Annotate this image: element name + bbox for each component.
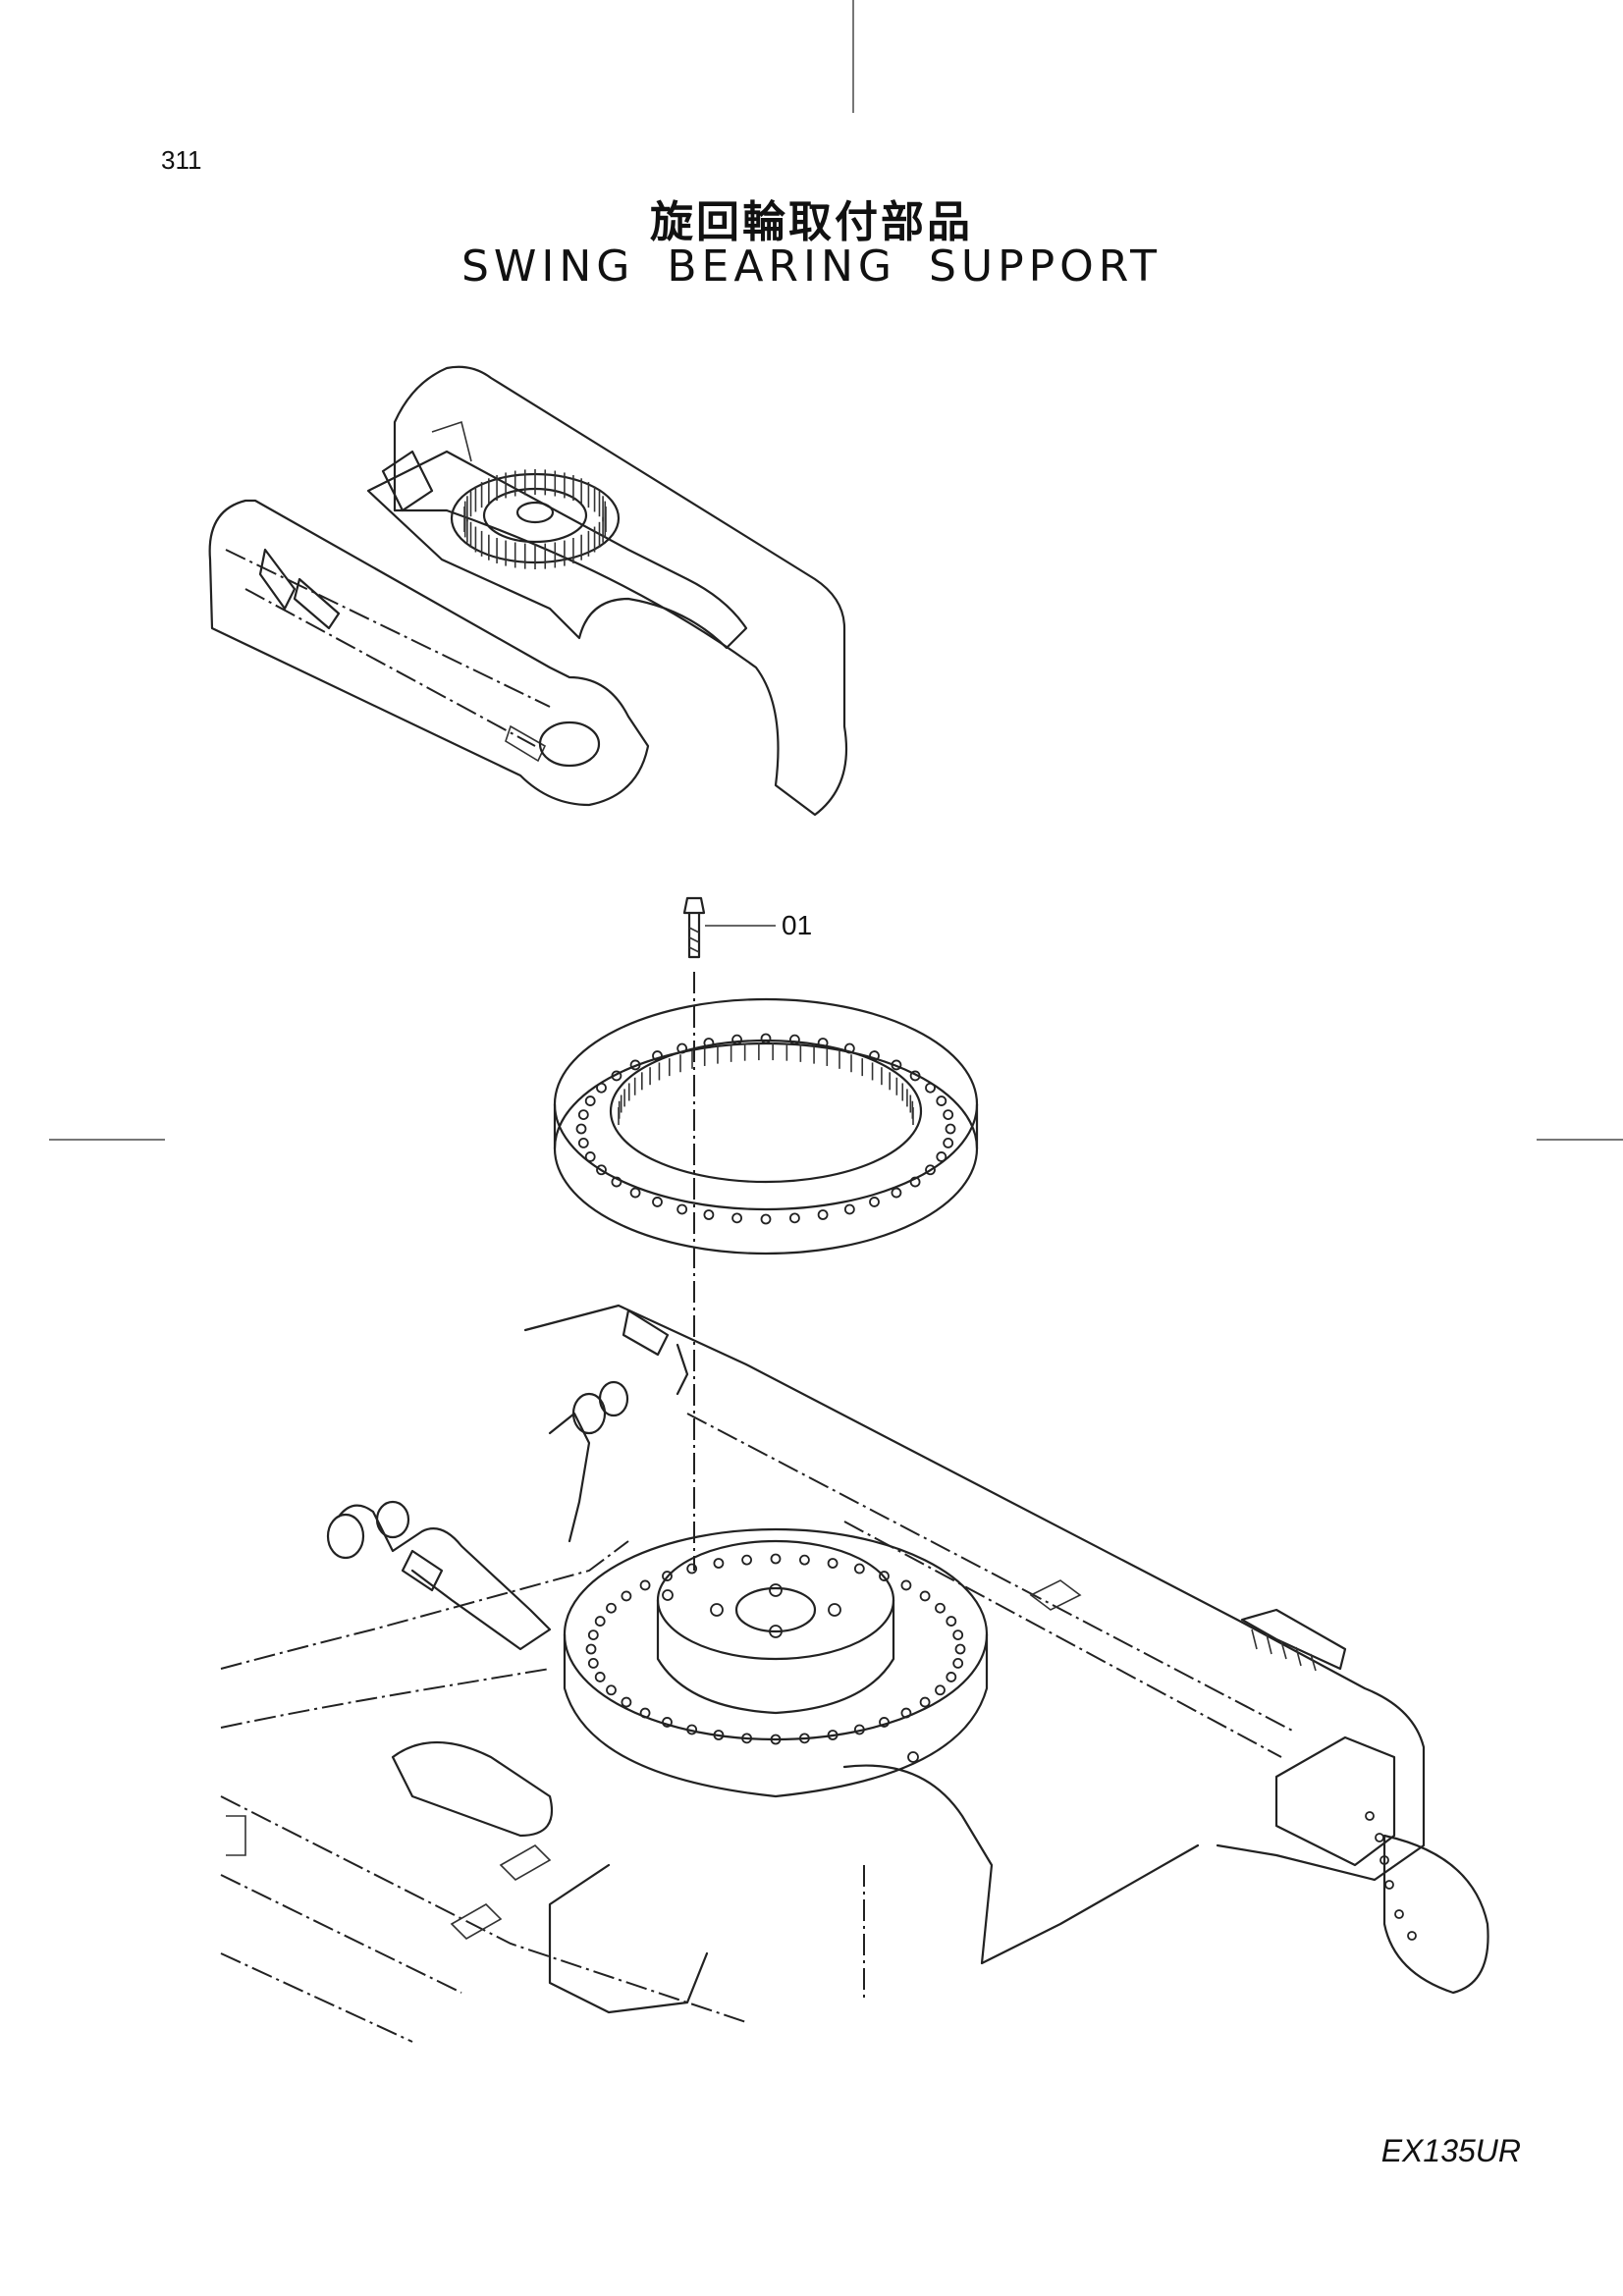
- title-japanese: 旋回輪取付部品: [650, 197, 973, 247]
- callout-01: 01: [782, 910, 812, 940]
- bolt-icon: [682, 896, 706, 1571]
- swing-bearing-ring: [553, 997, 979, 1255]
- model-code: EX135UR: [1380, 2133, 1521, 2168]
- track-frame: [220, 1304, 1489, 2043]
- title-english: SWING BEARING SUPPORT: [460, 241, 1163, 292]
- crop-mark-left: [49, 1139, 165, 1141]
- page-number: 311: [161, 145, 202, 175]
- crop-mark-top: [852, 0, 854, 113]
- crop-mark-right: [1537, 1139, 1623, 1141]
- undercarriage-overview: [208, 365, 848, 817]
